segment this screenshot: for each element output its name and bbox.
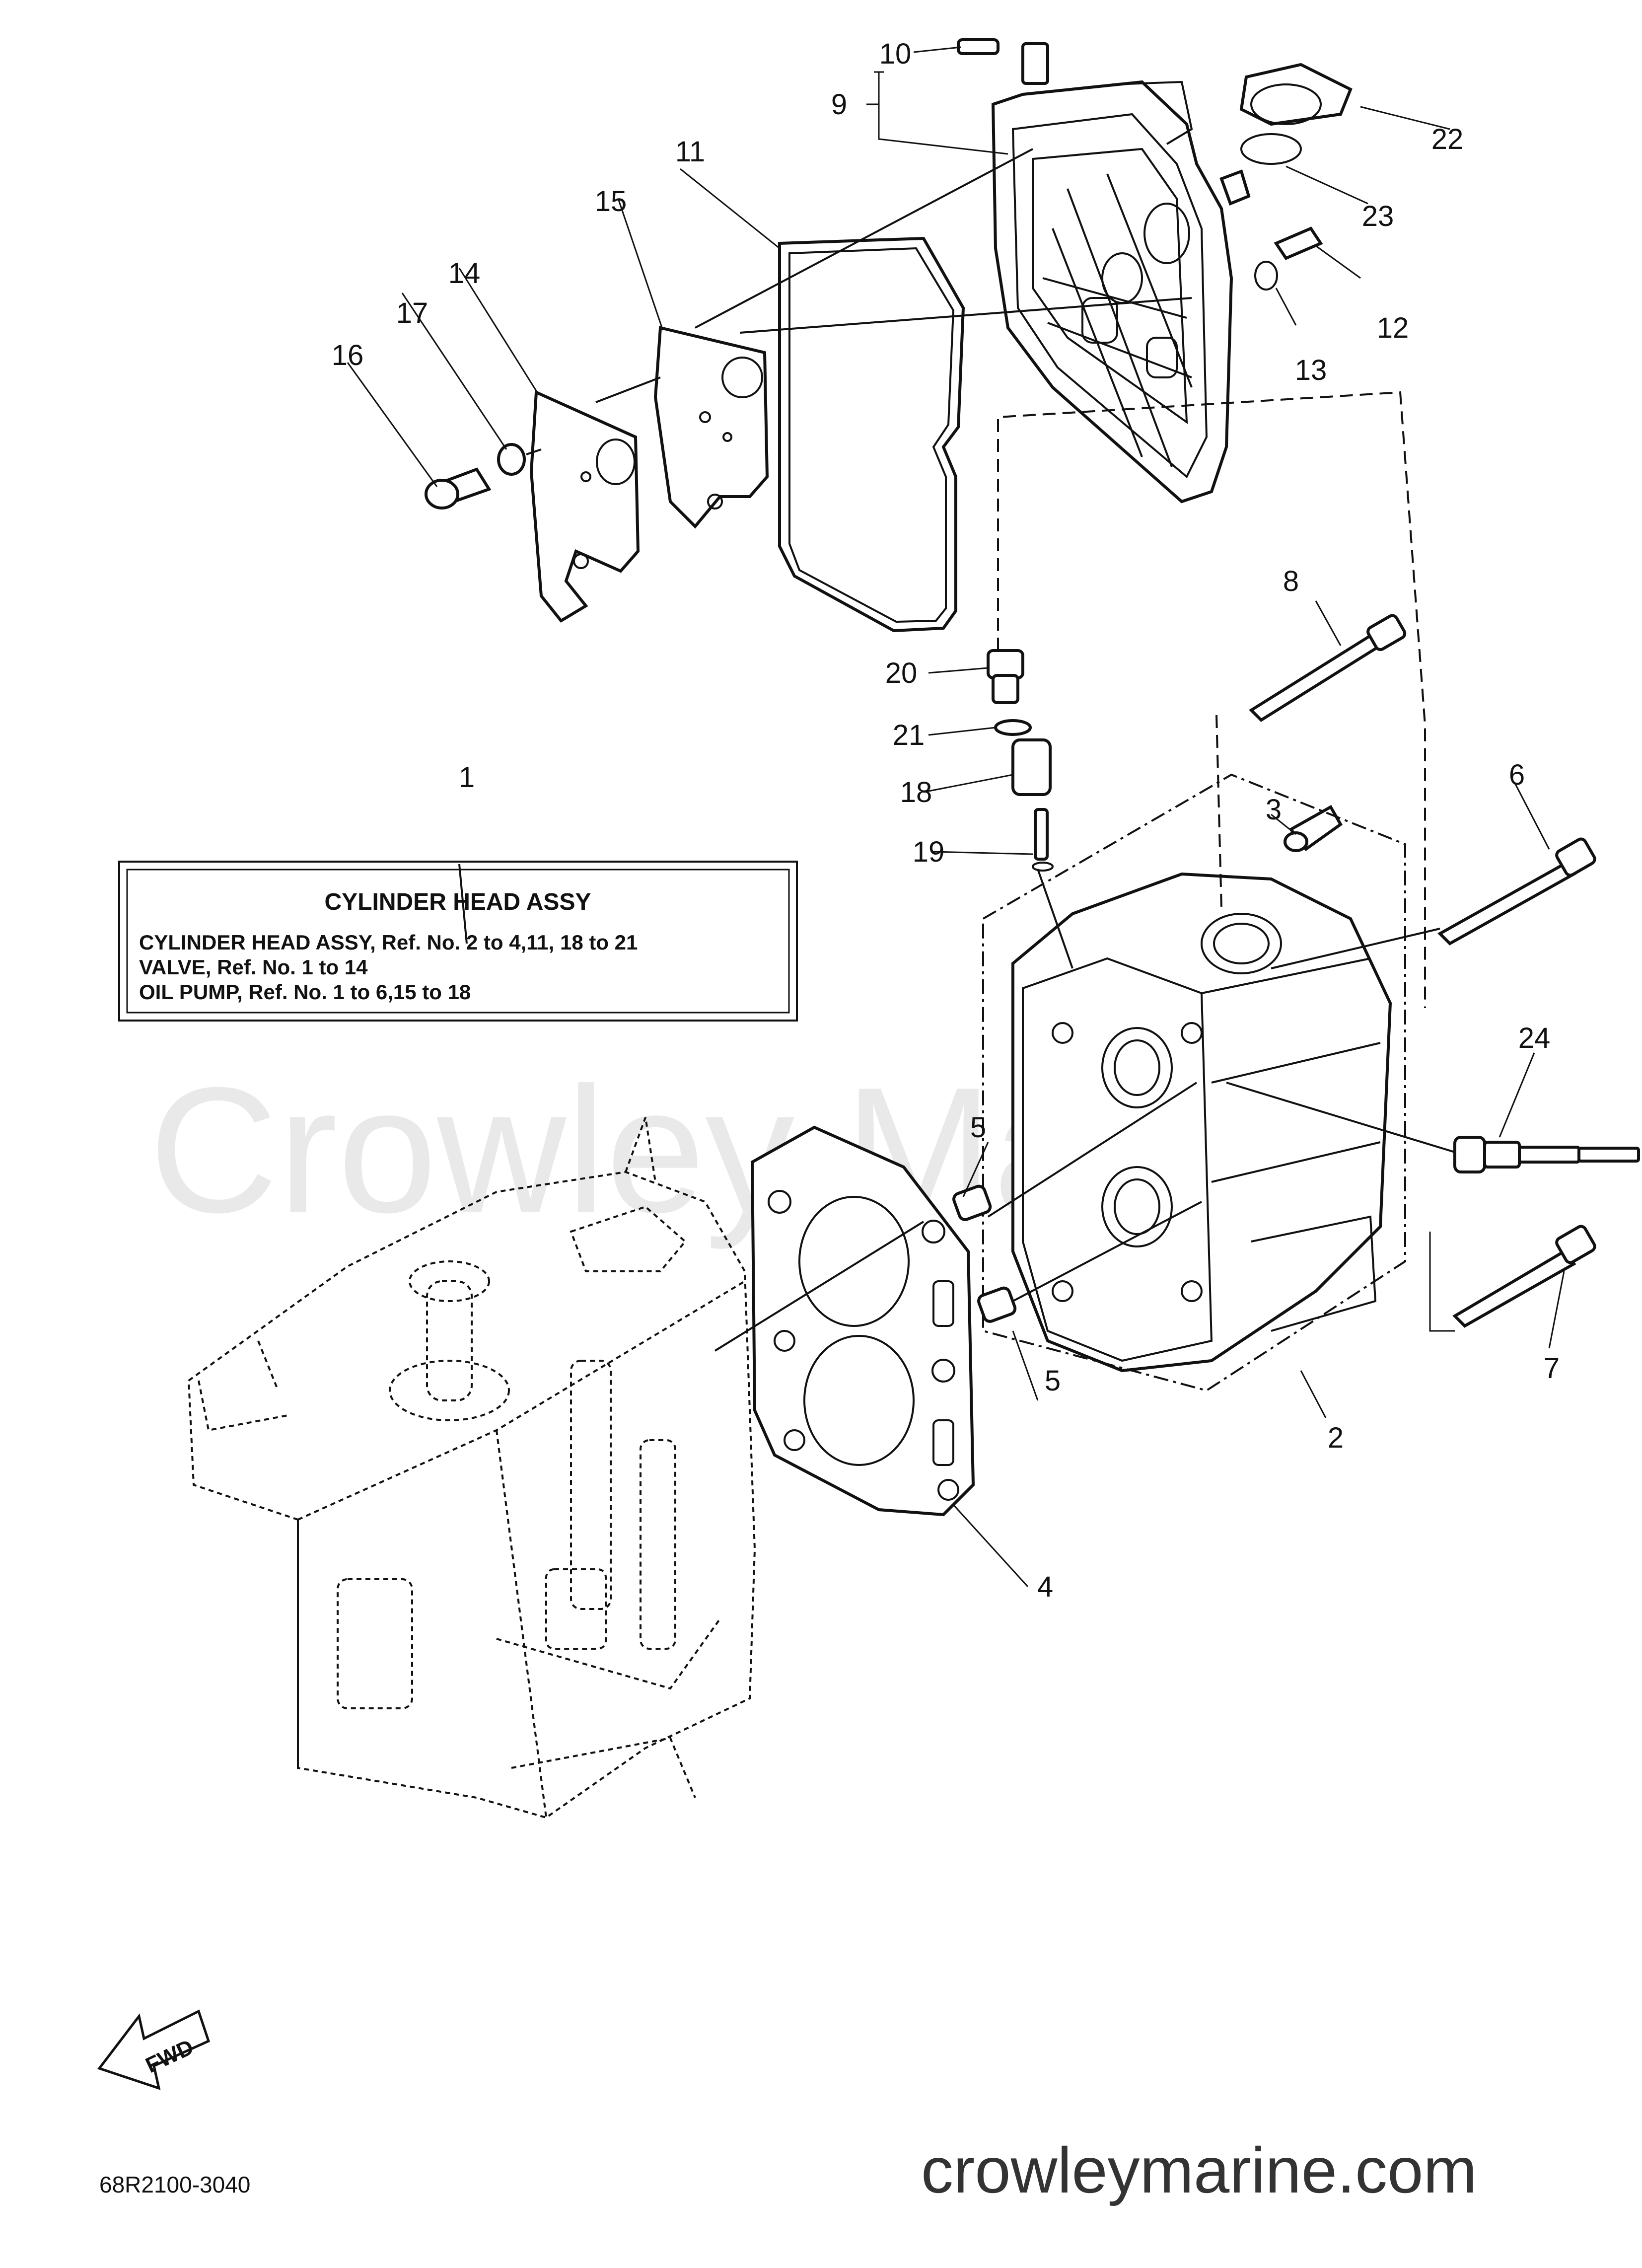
part-label-20: 20 (885, 657, 918, 689)
head-bolts (1249, 614, 1640, 1328)
cylinder-head (1011, 805, 1392, 1373)
part-label-10: 10 (879, 38, 912, 70)
part-label-21: 21 (893, 719, 925, 751)
leader-lines (347, 46, 1565, 1588)
part-label-1: 1 (459, 761, 475, 794)
part-label-7: 6 (1509, 759, 1525, 791)
info-box: CYLINDER HEAD ASSY CYLINDER HEAD ASSY, R… (118, 861, 798, 1022)
part-label-16: 16 (332, 339, 364, 371)
part-label-23: 23 (1362, 200, 1394, 232)
part-label-13: 13 (1295, 354, 1327, 386)
info-box-title: CYLINDER HEAD ASSY (325, 889, 591, 915)
part-label-3: 3 (1266, 794, 1282, 826)
part-label-17: 17 (396, 297, 428, 329)
oil-filter-parts (987, 649, 1054, 872)
part-label-9: 9 (831, 88, 847, 121)
part-label-19: 19 (913, 836, 945, 868)
part-label-5a: 5 (970, 1111, 986, 1144)
cylinder-head-cover (957, 38, 1353, 504)
part-label-15: 15 (595, 185, 627, 218)
part-label-2: 2 (1328, 1422, 1344, 1454)
part-label-4: 4 (1037, 1571, 1053, 1603)
part-label-11: 11 (675, 136, 705, 168)
part-label-5b: 5 (1045, 1365, 1061, 1397)
part-label-18: 18 (900, 776, 932, 808)
site-url: crowleymarine.com (921, 2134, 1477, 2206)
part-label-6: 7 (1544, 1352, 1560, 1385)
part-label-12: 12 (1377, 312, 1409, 344)
part-label-8: 8 (1283, 565, 1299, 597)
info-box-line-2: VALVE, Ref. No. 1 to 14 (139, 955, 368, 979)
part-label-24: 24 (1518, 1022, 1551, 1054)
cylinder-block-outline (187, 1117, 756, 1819)
part-number-labels: 10 9 22 23 11 15 14 17 16 12 13 8 20 21 … (332, 38, 1560, 1603)
info-box-line-3: OIL PUMP, Ref. No. 1 to 6,15 to 18 (139, 980, 471, 1004)
oil-pump-cover (529, 390, 640, 623)
fwd-arrow: FWD (97, 2009, 211, 2090)
part-label-22: 22 (1431, 123, 1464, 155)
diagram-code: 68R2100-3040 (99, 2172, 250, 2197)
part-label-14: 14 (448, 257, 481, 290)
info-box-line-1: CYLINDER HEAD ASSY, Ref. No. 2 to 4,11, … (139, 931, 638, 954)
cover-gasket (778, 236, 965, 633)
